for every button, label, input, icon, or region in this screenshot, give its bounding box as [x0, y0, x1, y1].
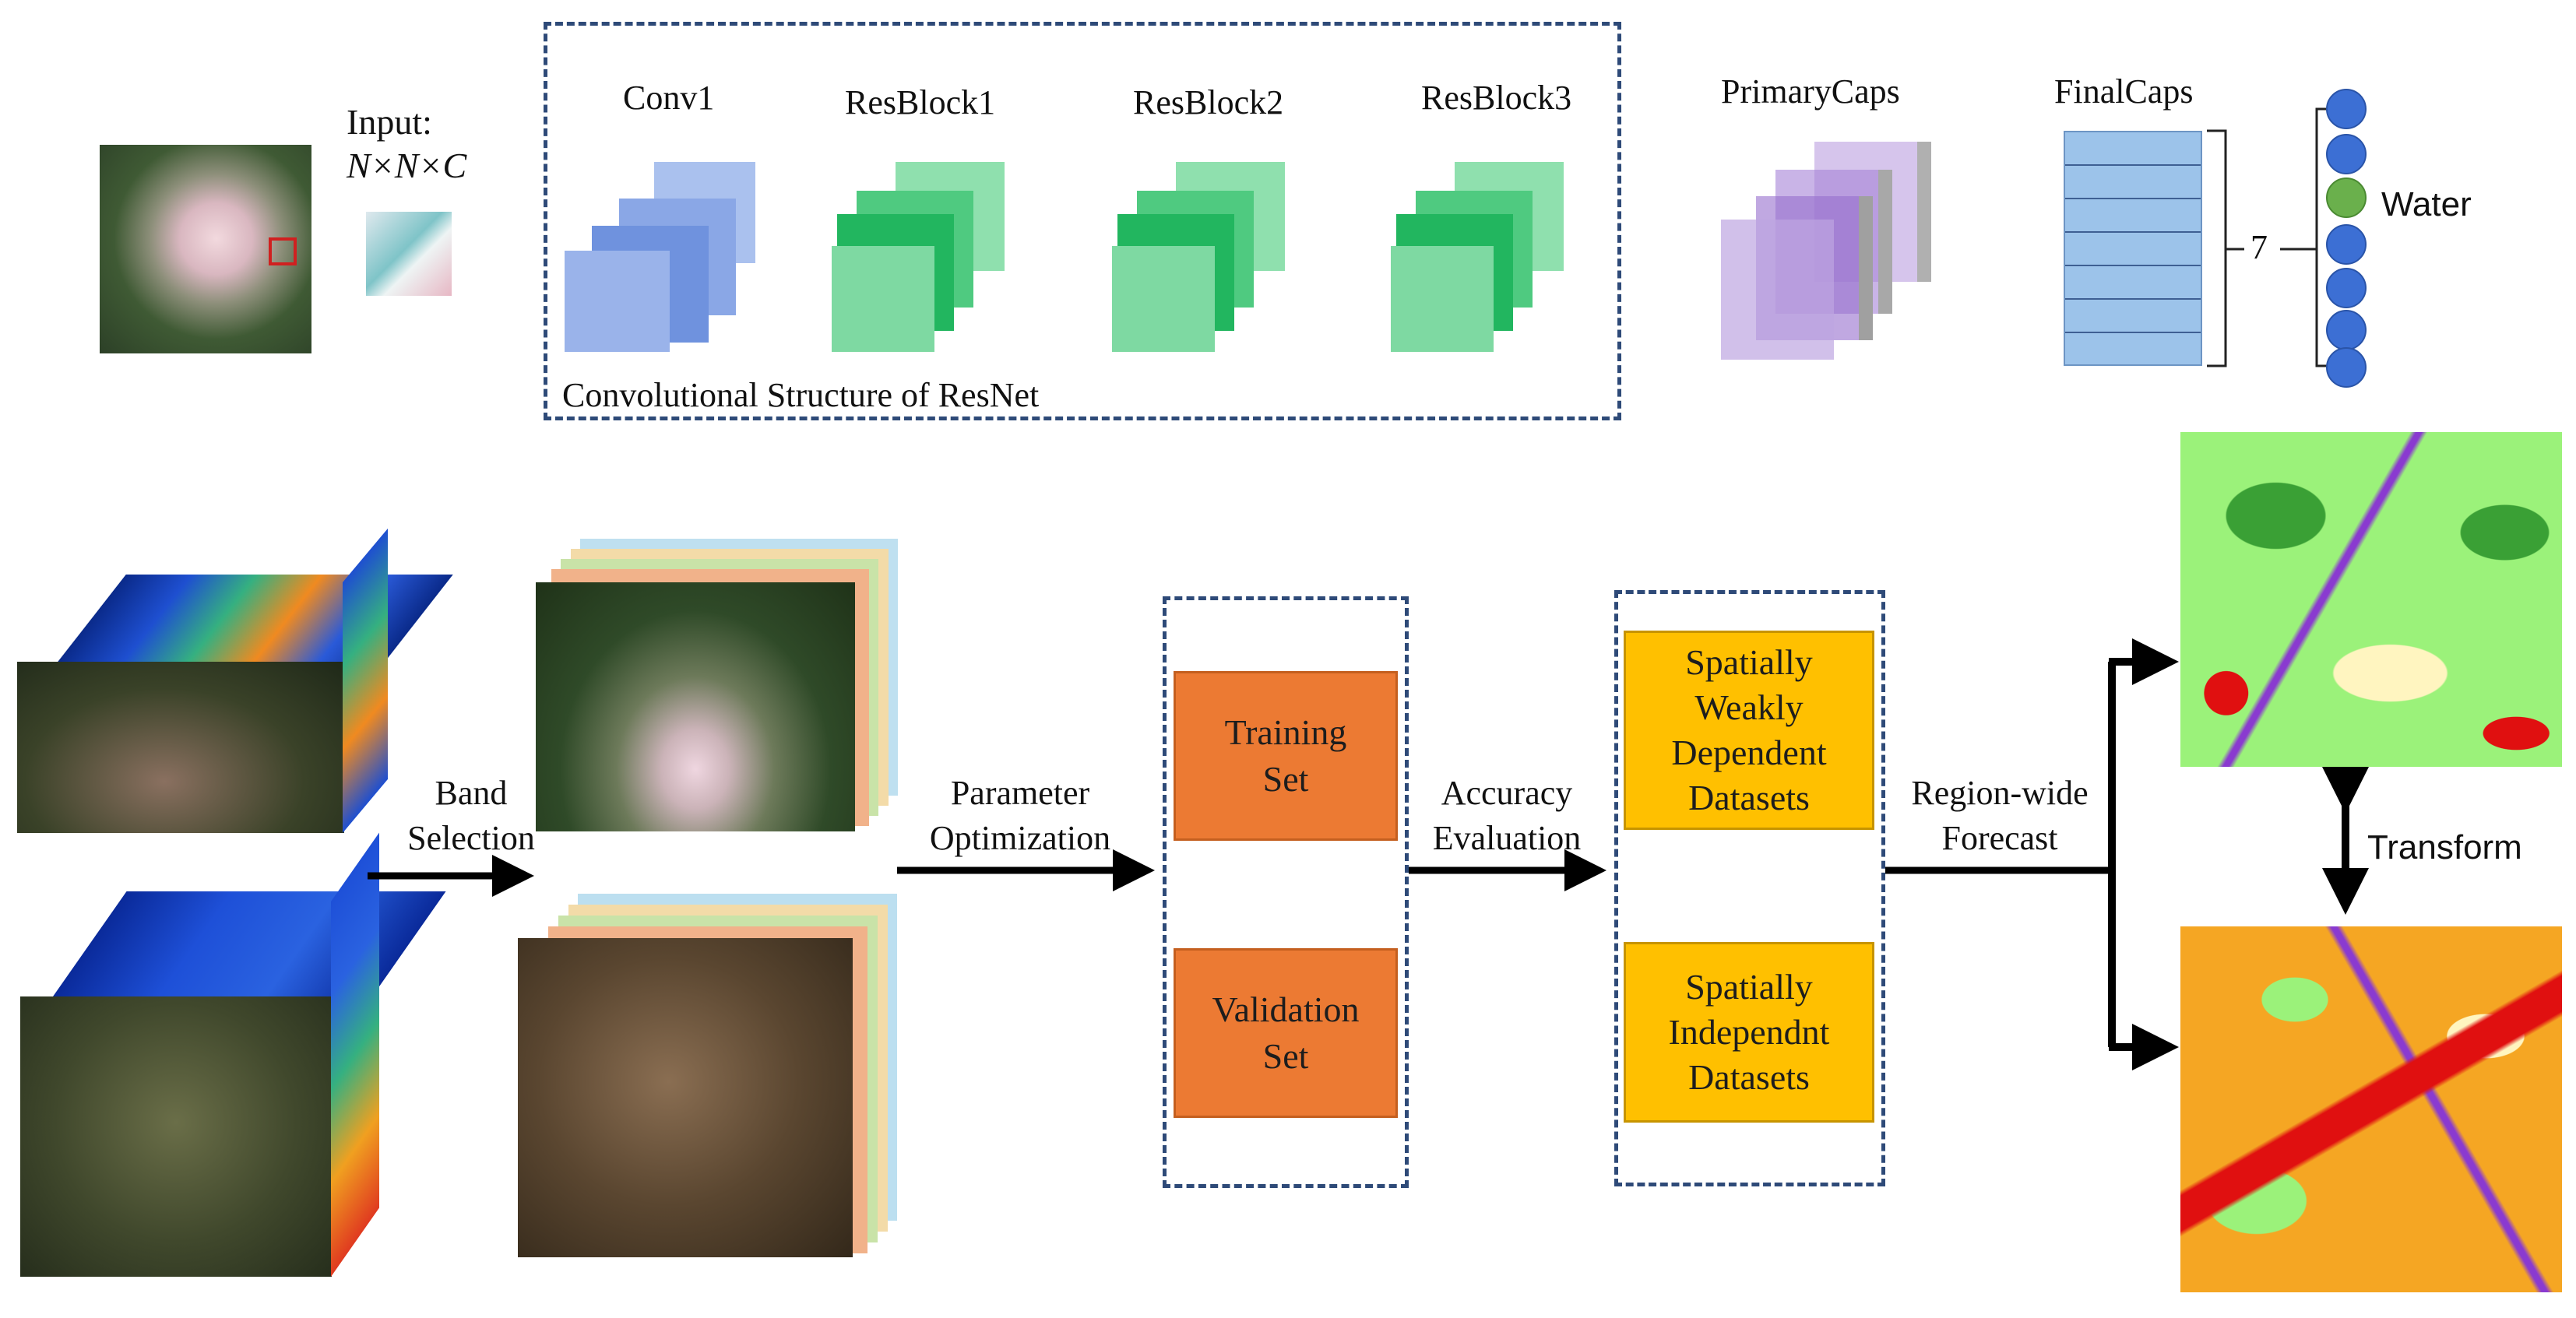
capsule-dot	[2326, 268, 2367, 308]
resnet-structure-box	[544, 22, 1621, 420]
primarycaps-label: PrimaryCaps	[1721, 72, 1900, 111]
capsule-dot	[2326, 310, 2367, 350]
input-dims: N×N×C	[347, 146, 467, 185]
capsule-dot-water	[2326, 177, 2367, 218]
resblock1-label: ResBlock1	[845, 83, 996, 121]
transform-label: Transform	[2367, 828, 2522, 866]
input-patch-marker	[269, 237, 297, 265]
evaluation-datasets-box	[1614, 590, 1885, 1186]
classification-map-bottom	[2180, 926, 2562, 1292]
conv1-label: Conv1	[623, 79, 715, 117]
band-selection-label: Band Selection	[407, 774, 535, 857]
training-set-box: Training Set	[1174, 671, 1398, 841]
input-patch-zoom	[366, 212, 452, 296]
capsule-dot	[2326, 134, 2367, 174]
validation-set-box: Validation Set	[1174, 948, 1398, 1118]
region-forecast-label: Region-wide Forecast	[1911, 774, 2089, 857]
finalcaps-grid	[2064, 131, 2202, 366]
sample-sets-box	[1163, 596, 1409, 1188]
weakly-dependent-datasets-box: Spatially Weakly Dependent Datasets	[1624, 631, 1874, 830]
capsule-dot	[2326, 224, 2367, 265]
classification-map-top	[2180, 432, 2562, 767]
resnet-caption: Convolutional Structure of ResNet	[562, 376, 1040, 414]
parameter-optimization-label: Parameter Optimization	[929, 774, 1111, 857]
accuracy-evaluation-label: Accuracy Evaluation	[1432, 774, 1582, 857]
input-label: Input:	[347, 102, 432, 142]
independent-datasets-box: Spatially Independnt Datasets	[1624, 942, 1874, 1123]
finalcaps-label: FinalCaps	[2054, 72, 2194, 111]
water-label: Water	[2381, 185, 2472, 223]
capsule-count: 7	[2250, 228, 2268, 266]
resblock3-label: ResBlock3	[1421, 79, 1572, 117]
capsule-dot	[2326, 347, 2367, 388]
input-image	[100, 145, 311, 353]
capsule-dot	[2326, 89, 2367, 129]
resblock2-label: ResBlock2	[1133, 83, 1284, 121]
